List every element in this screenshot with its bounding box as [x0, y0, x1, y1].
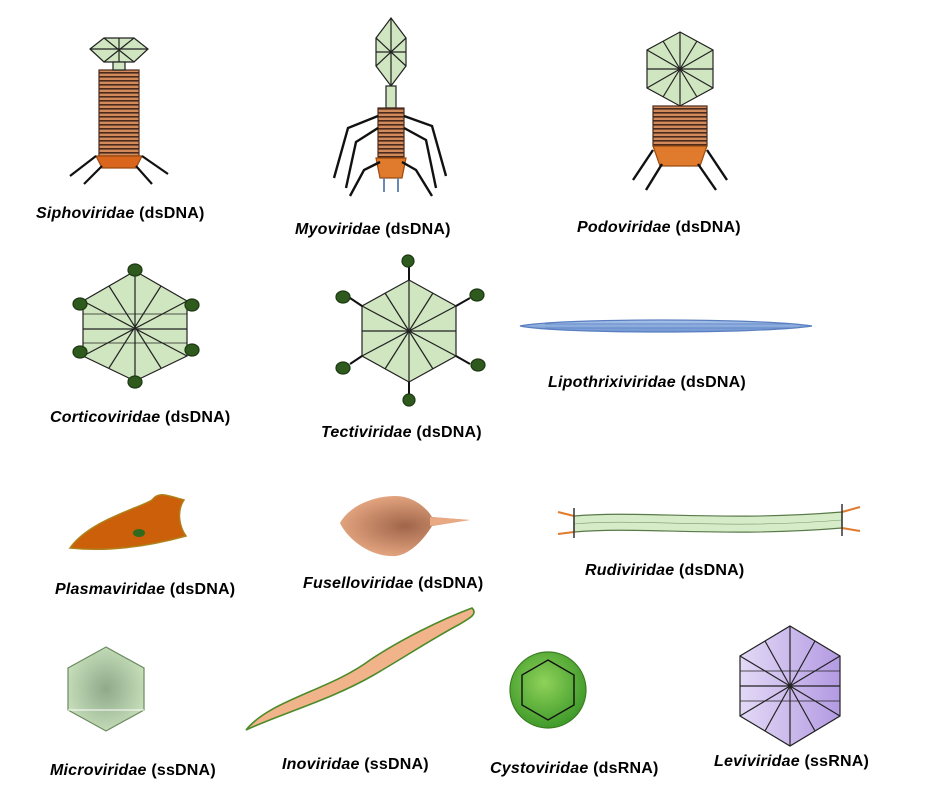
- label-siphoviridae: Siphoviridae (dsDNA): [36, 205, 205, 223]
- name-myoviridae: Myoviridae: [295, 221, 381, 238]
- microviridae-illustration: [67, 646, 145, 732]
- name-rudiviridae: Rudiviridae: [585, 562, 675, 579]
- name-lipothrixiviridae: Lipothrixiviridae: [548, 374, 676, 391]
- fuselloviridae-illustration: [340, 496, 470, 557]
- genome-cystoviridae: (dsRNA): [593, 760, 659, 777]
- label-fuselloviridae: Fuselloviridae (dsDNA): [303, 575, 483, 593]
- label-podoviridae: Podoviridae (dsDNA): [577, 219, 741, 237]
- label-plasmaviridae: Plasmaviridae (dsDNA): [55, 581, 235, 599]
- genome-corticoviridae: (dsDNA): [165, 409, 231, 426]
- name-podoviridae: Podoviridae: [577, 219, 671, 236]
- label-leviviridae: Leviviridae (ssRNA): [714, 753, 869, 771]
- cystoviridae-illustration: [509, 651, 587, 729]
- genome-plasmaviridae: (dsDNA): [169, 581, 236, 598]
- label-cystoviridae: Cystoviridae (dsRNA): [490, 760, 659, 778]
- name-cystoviridae: Cystoviridae: [490, 760, 589, 777]
- name-microviridae: Microviridae: [50, 762, 147, 779]
- name-fuselloviridae: Fuselloviridae: [303, 575, 414, 592]
- podoviridae-illustration: [632, 31, 728, 191]
- genome-microviridae: (ssDNA): [151, 762, 216, 779]
- genome-myoviridae: (dsDNA): [385, 221, 451, 238]
- rudiviridae-illustration: [557, 504, 861, 538]
- genome-inoviridae: (ssDNA): [364, 756, 429, 773]
- corticoviridae-illustration: [72, 263, 200, 389]
- tectiviridae-illustration: [335, 254, 486, 407]
- leviviridae-illustration: [739, 625, 841, 747]
- name-leviviridae: Leviviridae: [714, 753, 800, 770]
- label-myoviridae: Myoviridae (dsDNA): [295, 221, 451, 239]
- genome-fuselloviridae: (dsDNA): [418, 575, 484, 592]
- name-tectiviridae: Tectiviridae: [321, 424, 412, 441]
- name-siphoviridae: Siphoviridae: [36, 205, 135, 222]
- genome-tectiviridae: (dsDNA): [416, 424, 482, 441]
- name-plasmaviridae: Plasmaviridae: [55, 581, 166, 598]
- myoviridae-illustration: [332, 17, 448, 197]
- siphoviridae-illustration: [69, 37, 169, 185]
- label-inoviridae: Inoviridae (ssDNA): [282, 756, 429, 774]
- label-tectiviridae: Tectiviridae (dsDNA): [321, 424, 482, 442]
- name-corticoviridae: Corticoviridae: [50, 409, 161, 426]
- label-corticoviridae: Corticoviridae (dsDNA): [50, 409, 230, 427]
- genome-siphoviridae: (dsDNA): [139, 205, 205, 222]
- genome-lipothrixiviridae: (dsDNA): [680, 374, 746, 391]
- label-rudiviridae: Rudiviridae (dsDNA): [585, 562, 744, 580]
- genome-rudiviridae: (dsDNA): [679, 562, 745, 579]
- label-microviridae: Microviridae (ssDNA): [50, 762, 216, 780]
- lipothrixiviridae-illustration: [519, 319, 813, 333]
- inoviridae-illustration: [245, 607, 475, 731]
- label-lipothrixiviridae: Lipothrixiviridae (dsDNA): [548, 374, 746, 392]
- plasmaviridae-illustration: [68, 494, 188, 550]
- genome-leviviridae: (ssRNA): [804, 753, 869, 770]
- name-inoviridae: Inoviridae: [282, 756, 360, 773]
- genome-podoviridae: (dsDNA): [675, 219, 741, 236]
